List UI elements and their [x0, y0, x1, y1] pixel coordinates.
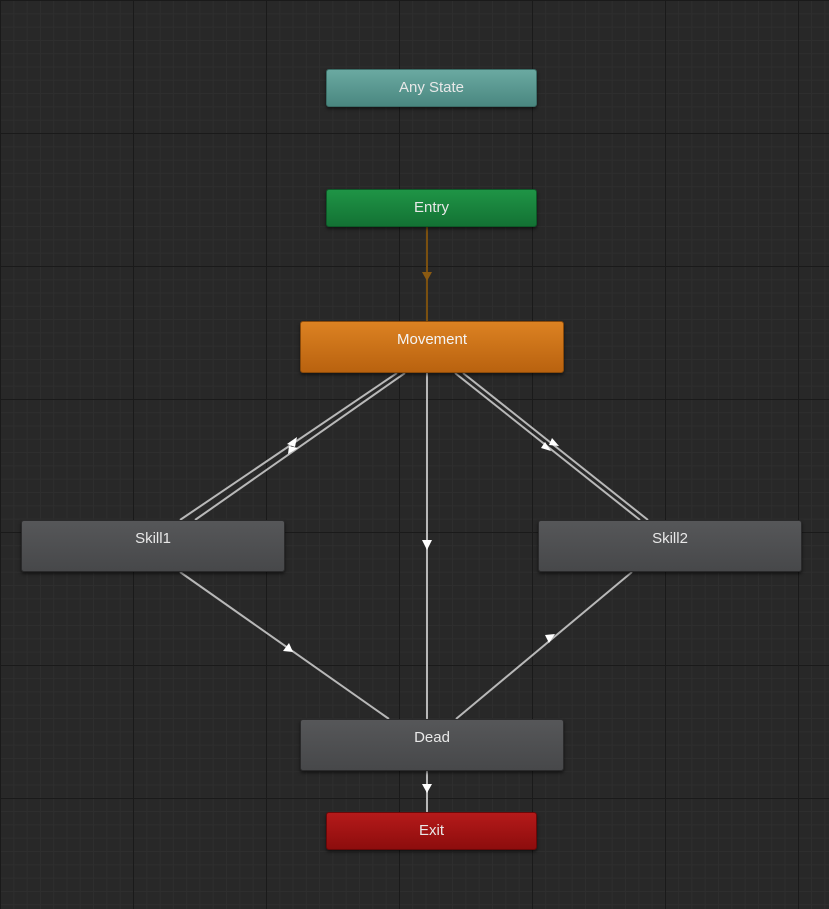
transition-skill1-movement[interactable]: [194, 372, 406, 521]
state-node-skill1[interactable]: Skill1: [21, 520, 285, 572]
transition-arrow: [422, 272, 432, 281]
transition-movement-skill2[interactable]: [454, 372, 641, 521]
transition-arrow: [545, 634, 555, 643]
transition-skill1-dead[interactable]: [179, 571, 390, 720]
transition-arrow: [287, 437, 297, 447]
state-node-label: Any State: [398, 79, 465, 96]
state-node-skill2[interactable]: Skill2: [538, 520, 802, 572]
transition-arrow: [283, 643, 293, 652]
state-node-label: Dead: [414, 729, 450, 746]
state-node-dead[interactable]: Dead: [300, 719, 564, 771]
state-node-exit[interactable]: Exit: [326, 812, 537, 850]
transition-arrow: [288, 446, 298, 454]
transition-movement-skill1[interactable]: [179, 372, 398, 521]
state-node-label: Entry: [413, 199, 449, 216]
state-node-label: Exit: [418, 822, 444, 839]
state-node-any-state[interactable]: Any State: [326, 69, 537, 107]
state-node-label: Skill1: [135, 530, 171, 547]
transition-arrow: [422, 784, 432, 793]
transition-skill2-dead[interactable]: [455, 571, 633, 720]
state-node-label: Skill2: [652, 530, 688, 547]
state-node-entry[interactable]: Entry: [326, 189, 537, 227]
transition-arrow: [422, 540, 432, 550]
state-node-label: Movement: [396, 331, 468, 348]
state-node-movement[interactable]: Movement: [300, 321, 564, 373]
transition-skill2-movement[interactable]: [462, 372, 649, 521]
transition-arrow: [549, 438, 559, 446]
transition-arrow: [541, 442, 551, 451]
